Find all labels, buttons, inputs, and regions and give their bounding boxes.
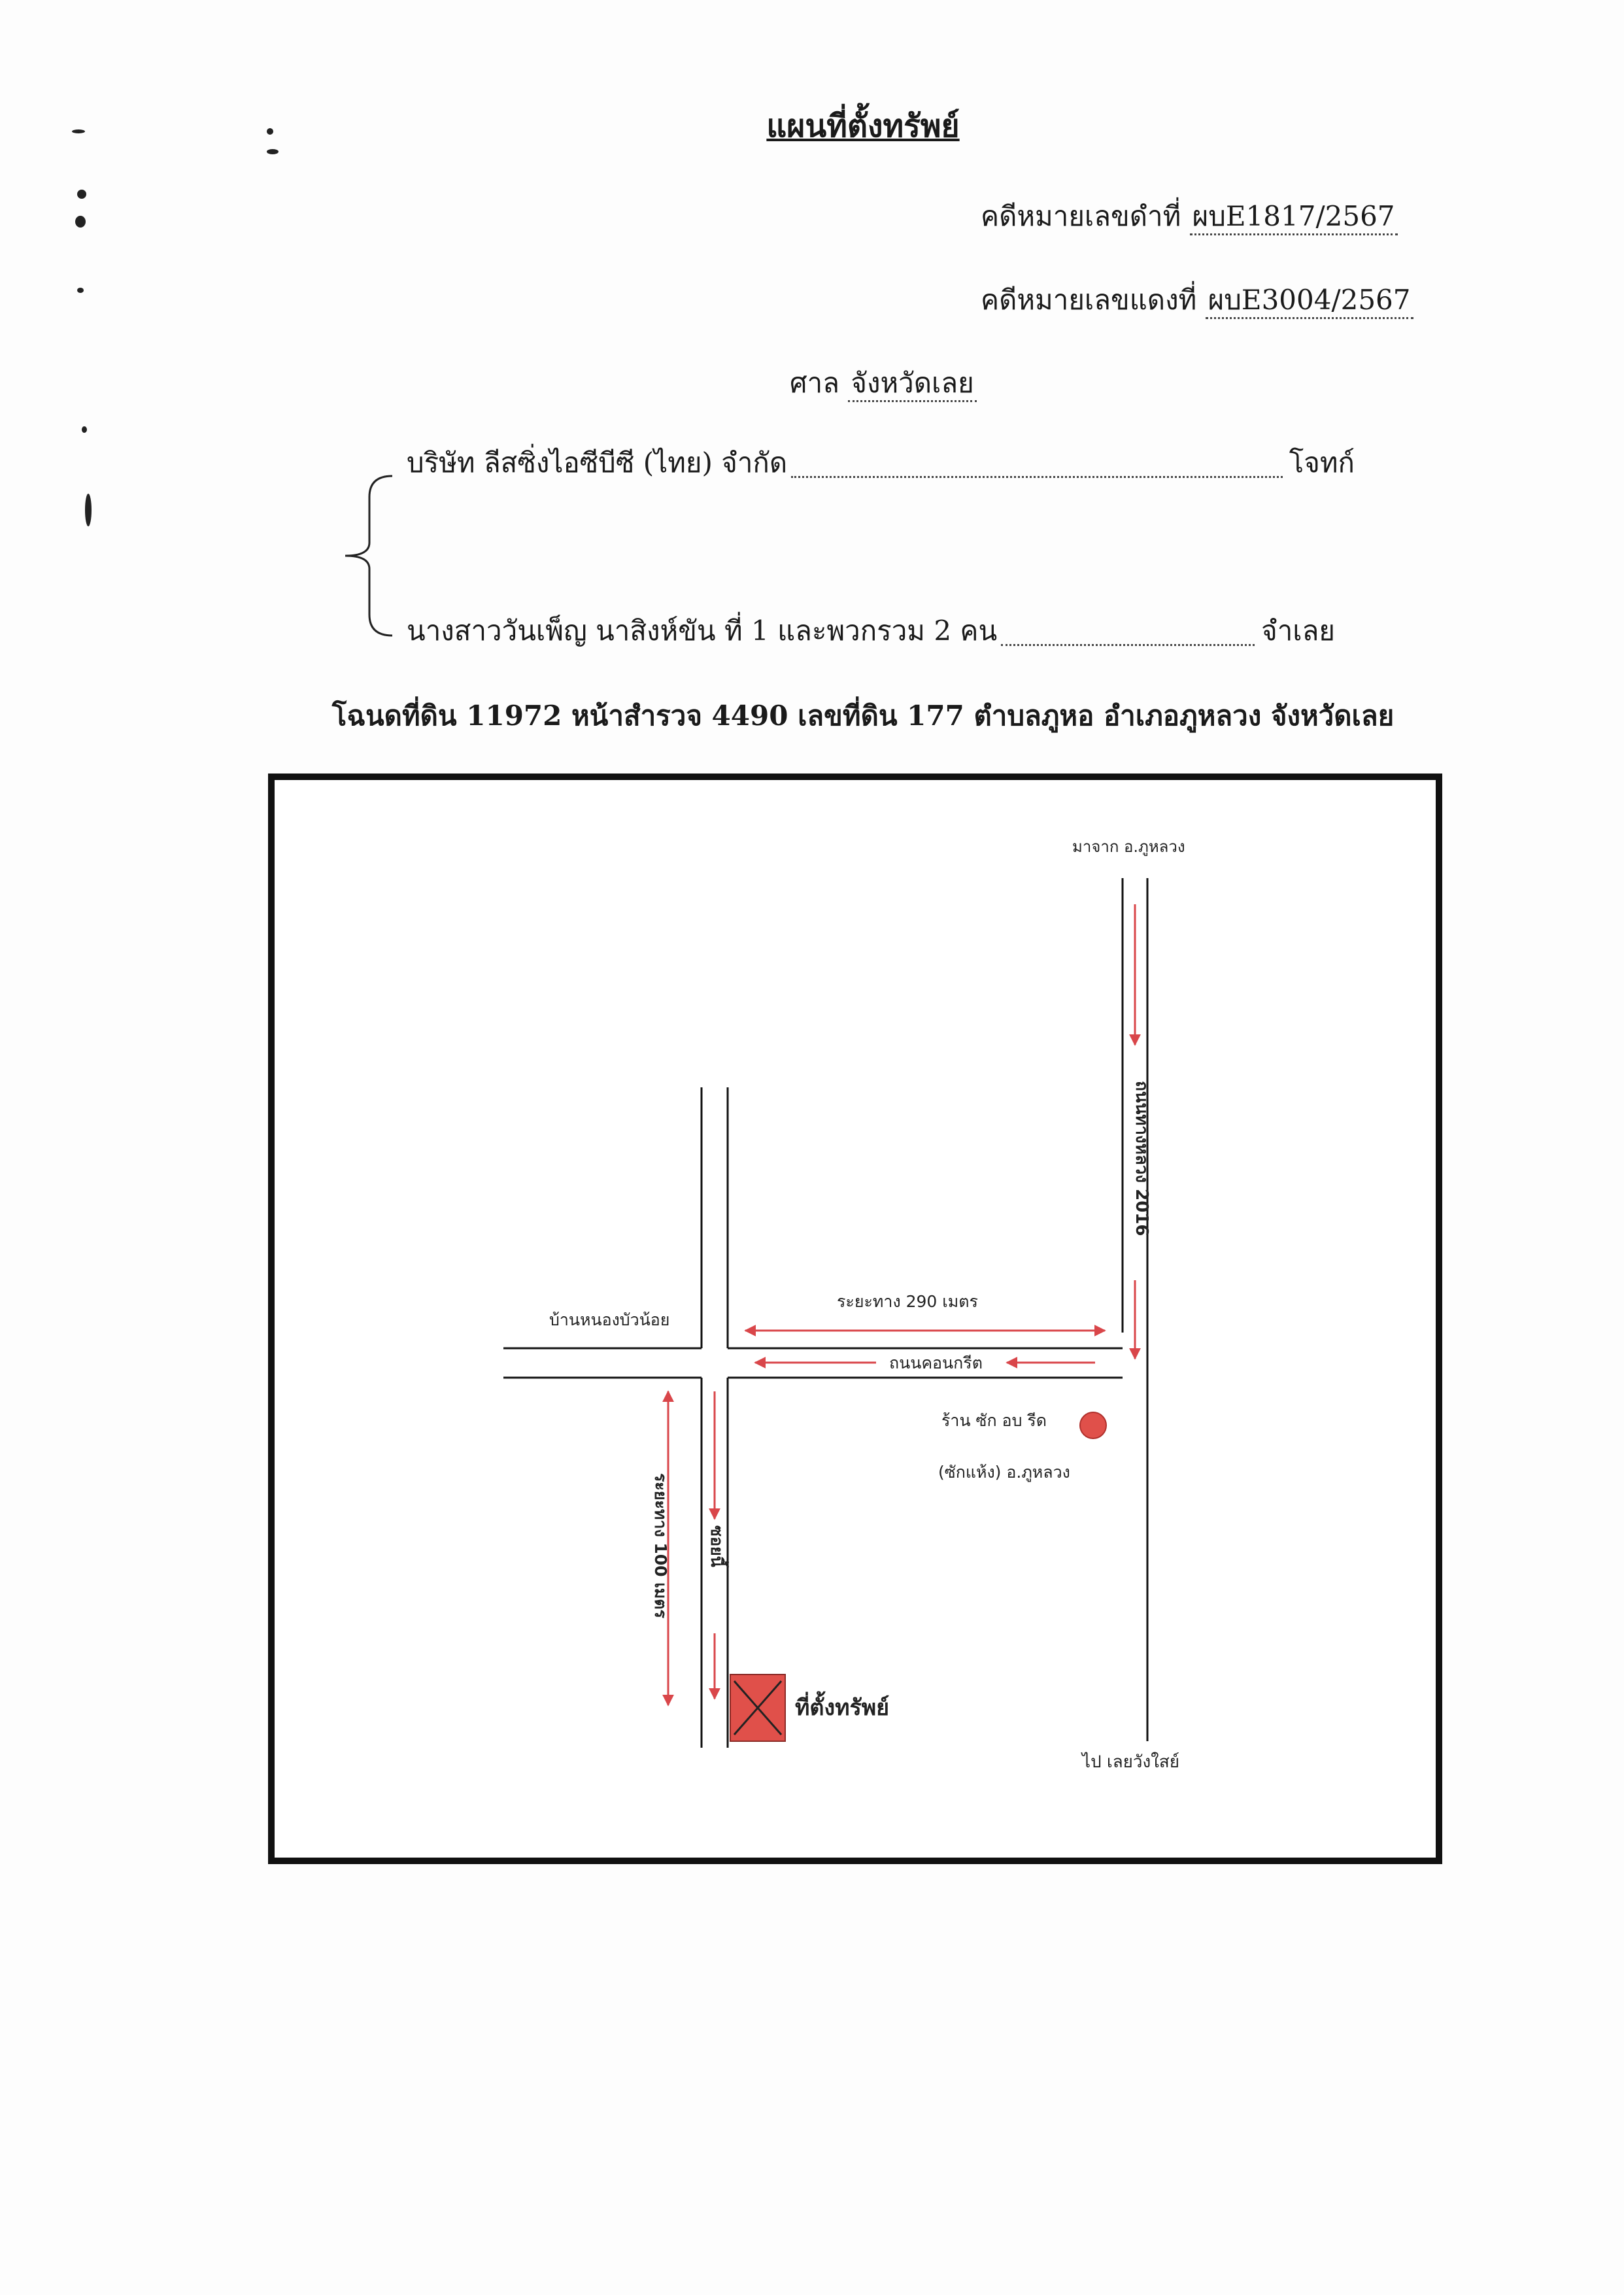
to-label: ไป เลยวังใสย์ — [1081, 1752, 1179, 1772]
road-lines — [503, 878, 1149, 1748]
plaintiff-dotted-line — [791, 476, 1283, 478]
defendant-dotted-line — [1001, 644, 1255, 646]
red-case-number: ผบE3004/2567 — [1205, 284, 1413, 319]
black-case-label: คดีหมายเลขดำที่ — [981, 200, 1181, 232]
direction-arrows — [662, 904, 1141, 1707]
defendant-row: นางสาววันเพ็ญ นาสิงห์ขัน ที่ 1 และพวกรวม… — [407, 609, 1335, 653]
shop-label-line-2: (ซักแห้ง) อ.ภูหลวง — [938, 1463, 1070, 1482]
distance-290-label: ระยะทาง 290 เมตร — [837, 1292, 978, 1311]
deed-line: โฉนดที่ดิน 11972 หน้าสำรวจ 4490 เลขที่ดิ… — [331, 700, 1395, 732]
red-case-line: คดีหมายเลขแดงที่ ผบE3004/2567 — [981, 279, 1413, 322]
plaintiff-name: บริษัท ลีสซิ่งไอซีบีซี (ไทย) จำกัด — [407, 447, 788, 479]
scan-speck — [75, 216, 86, 228]
scan-speck — [77, 190, 86, 199]
shop-marker-icon — [1079, 1412, 1107, 1439]
scan-speck — [77, 288, 84, 293]
village-label: บ้านหนองบัวน้อย — [549, 1310, 669, 1329]
court-line: ศาล จังหวัดเลย — [790, 362, 977, 405]
location-map: มาจาก อ.ภูหลวง ถนนทางหลวง 2016 ระยะทาง 2… — [268, 774, 1442, 1864]
distance-100-label: ระยะทาง 100 เมตร — [651, 1473, 670, 1619]
court-label: ศาล — [790, 367, 839, 399]
shop-label-line-1: ร้าน ซัก อบ รีด — [941, 1411, 1047, 1430]
map-canvas: มาจาก อ.ภูหลวง ถนนทางหลวง 2016 ระยะทาง 2… — [503, 838, 1185, 1772]
from-label: มาจาก อ.ภูหลวง — [1072, 838, 1185, 857]
defendant-name: นางสาววันเพ็ญ นาสิงห์ขัน ที่ 1 และพวกรวม… — [407, 615, 998, 647]
property-label: ที่ตั้งทรัพย์ — [795, 1691, 889, 1721]
scan-speck — [72, 129, 85, 133]
black-case-line: คดีหมายเลขดำที่ ผบE1817/2567 — [981, 195, 1398, 238]
property-marker-icon — [730, 1674, 786, 1742]
page-title: แผนที่ตั้งทรัพย์ — [766, 108, 960, 144]
red-case-label: คดีหมายเลขแดงที่ — [981, 284, 1197, 316]
plaintiff-row: บริษัท ลีสซิ่งไอซีบีซี (ไทย) จำกัด โจทก์ — [407, 441, 1355, 484]
soi-label: ซอยนี้ — [707, 1525, 730, 1568]
highway-label: ถนนทางหลวง 2016 — [1132, 1081, 1151, 1236]
scan-speck — [85, 494, 92, 526]
concrete-road-label: ถนนคอนกรีต — [889, 1353, 983, 1372]
black-case-number: ผบE1817/2567 — [1189, 200, 1398, 235]
court-name: จังหวัดเลย — [848, 367, 977, 402]
scan-speck — [267, 149, 279, 154]
parties-bracket — [345, 475, 393, 637]
scan-speck — [267, 128, 273, 135]
plaintiff-role: โจทก์ — [1289, 447, 1355, 479]
defendant-role: จำเลย — [1261, 615, 1335, 647]
scan-speck — [82, 426, 87, 433]
